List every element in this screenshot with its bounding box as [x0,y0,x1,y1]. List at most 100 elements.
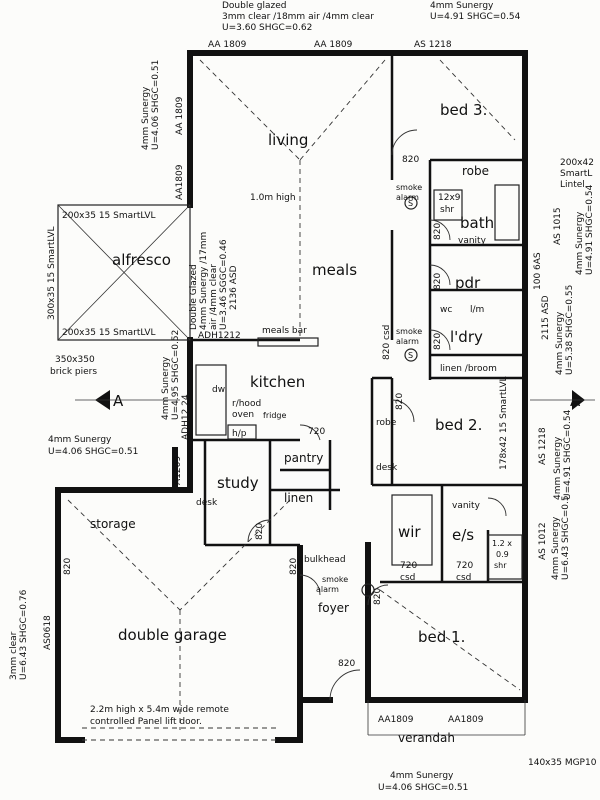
roof-line-8 [379,589,521,691]
note-sunergy-top-right-1: 4mm Sunergy [430,1,494,11]
label-double-garage: double garage [118,626,227,644]
note-smoke-2-b: alarm [396,337,419,346]
dim-820-bed3: 820 [402,155,419,165]
note-smoke-3-a: smoke [322,575,348,584]
dim-820-ldry: 820 [433,333,443,350]
note-window-adh1212: ADH1212 [198,331,241,341]
note-lvl-top: 200x35 15 SmartLVL [62,211,156,221]
note-window-as1218-top: AS 1218 [414,40,452,50]
label-shr-es-3: shr [494,561,507,570]
smoke-alarms: S S S [361,196,418,597]
wir-shelf [391,494,433,566]
label-robe-top: robe [462,164,489,178]
label-meals-bar: meals bar [262,326,307,336]
label-es: e/s [452,526,474,544]
note-smartlintel-3: Lintel [560,180,585,190]
label-bath: bath [460,214,494,232]
label-pdr: pdr [455,274,481,292]
note-lvl-right: 178x42 15 SmartLVL [499,376,509,470]
roof-line-4 [439,59,516,141]
roof-lines [67,59,526,741]
label-bed2: bed 2. [435,416,482,434]
note-sunergy-right-low-2: U=5.38 SHGC=0.55 [565,285,575,375]
note-double-glazed-alf-3: air /4mm clear [209,264,219,330]
label-study: study [217,474,259,492]
label-robe-bed2: robe [376,418,397,428]
label-verandah: verandah [398,731,455,745]
dim-csd-es: csd [456,573,471,583]
note-window-as1012: AS 1012 [538,522,548,560]
note-2115-asd: 2115 ASD [541,295,551,340]
alfresco-diag-2 [57,204,191,341]
smoke-alarm-1-symbol: S [408,199,413,208]
dim-820-foyer: 820 [289,558,299,575]
label-desk-bed2: desk [376,463,398,473]
label-lm: l/m [470,305,484,315]
dim-820-bed2: 820 [395,393,405,410]
note-lvl-bottom: 200x35 15 SmartLVL [62,328,156,338]
door-ldry [429,329,451,351]
dim-820-study: 820 [255,523,265,540]
note-sunergy-left-mid-1: 4mm Sunergy [48,435,112,445]
shower-top [433,189,463,221]
note-window-aa1809-2: AA 1809 [314,40,353,50]
note-sunergy-left-mid-2: U=4.06 SHGC=0.51 [48,447,138,457]
label-bed1: bed 1. [418,628,465,646]
label-shr-es-1: 1.2 x [492,539,512,548]
label-pantry: pantry [284,451,323,465]
note-sunergy-right-mid-2: U=4.91 SHGC=0.54 [585,184,595,275]
note-window-aa1809-left: AA 1809 [175,96,185,135]
dim-820-storage: 820 [63,558,73,575]
label-wir: wir [398,523,421,541]
note-window-aa1809-b2: AA1809 [448,715,484,725]
label-wc: wc [440,305,452,315]
note-garage-door-1: 2.2m high x 5.4m wide remote [90,705,229,715]
section-a-right-label: A [570,392,581,410]
label-vanity-top: vanity [458,236,487,246]
note-smoke-3-b: alarm [316,585,339,594]
label-shr-top-1: 12x9 [438,193,461,203]
note-glazing-top-1: Double glazed [222,1,286,11]
note-smoke-2-a: smoke [396,327,422,336]
note-piers-1: 350x350 [55,355,95,365]
label-alfresco: alfresco [112,251,171,269]
label-bed3: bed 3. [440,101,487,119]
note-sunergy-bottom-2: U=4.06 SHGC=0.51 [378,783,468,793]
smoke-alarm-1-icon [404,196,418,210]
note-sunergy-right-bottom-2: U=4.91 SHGC=0.54 [563,409,573,500]
note-window-aa1809-1: AA 1809 [208,40,247,50]
label-vanity-es: vanity [452,501,481,511]
note-lvl-verandah: 140x35 MGP10 [528,758,597,768]
door-bed2 [391,399,415,423]
note-smartlintel-1: 200x42 [560,158,594,168]
note-garage-door-2: controlled Panel lift door. [90,717,202,727]
section-markers: A A [75,390,595,410]
note-820-csd: 820 csd [382,325,392,360]
label-shr-top-2: shr [440,205,454,215]
note-sunergy-left-top-1: 4mm Sunergy [141,86,151,150]
note-piers-2: brick piers [50,367,97,377]
smoke-alarm-2-symbol: S [408,351,413,360]
door-study [247,519,271,543]
note-clear-left-1: 3mm clear [9,631,19,680]
dim-820-entry: 820 [338,659,355,669]
dim-720-es: 720 [456,561,473,571]
dim-csd-wir: csd [400,573,415,583]
label-foyer: foyer [318,601,349,615]
note-double-glazed-alf-1: Double Glazed [189,264,199,330]
kitchen-bench [195,364,227,436]
note-sunergy-right-mid-1: 4mm Sunergy [575,211,585,275]
label-dw: dw [212,385,225,395]
dim-820-pdr: 820 [433,273,443,290]
section-a-left-label: A [113,392,124,410]
note-smoke-1-a: smoke [396,183,422,192]
dim-720-pantry: 720 [308,427,325,437]
bathtub [494,184,520,241]
door-bed3 [391,129,418,156]
meals-bar-counter [257,337,319,347]
room-labels: living bed 3. robe 12x9 shr bath vanity … [90,101,512,745]
hotplate-bench [227,424,257,440]
door-es [487,497,507,517]
note-sunergy-right-low-1: 4mm Sunergy [555,311,565,375]
